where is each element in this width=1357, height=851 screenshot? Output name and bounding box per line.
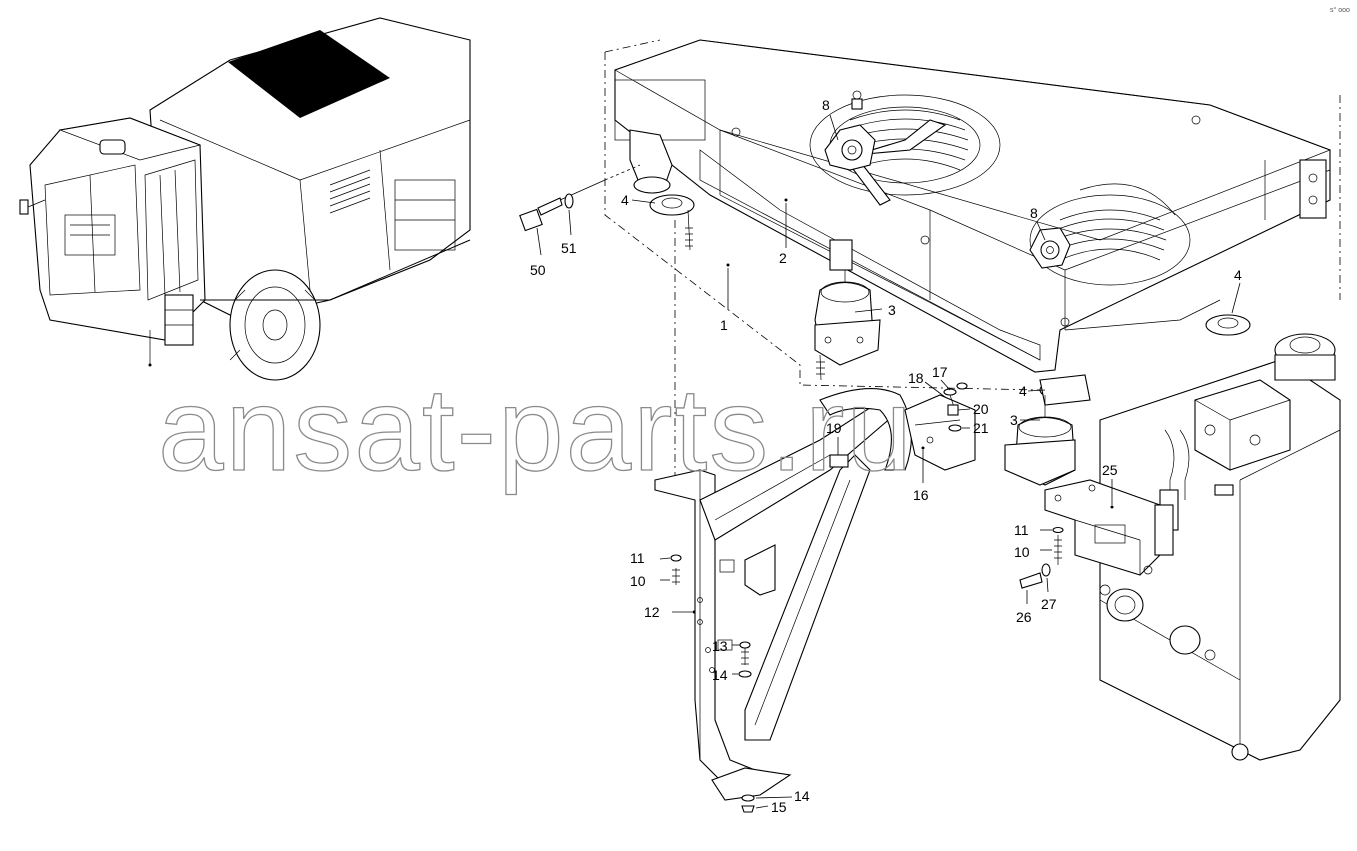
callout-20: 20 bbox=[973, 401, 989, 417]
support-frame-12 bbox=[654, 382, 976, 813]
callout-10b: 10 bbox=[1014, 544, 1030, 560]
machine-overview-inset bbox=[19, 17, 471, 381]
hydraulic-tank bbox=[1099, 333, 1341, 761]
fan-assembly-2 bbox=[1029, 183, 1191, 286]
hose-and-pump-right bbox=[1004, 314, 1251, 486]
callout-labels: 1 2 3 3 4 4 4 8 8 10 10 11 11 12 13 14 1… bbox=[530, 97, 1242, 815]
callout-27: 27 bbox=[1041, 596, 1057, 612]
callout-2: 2 bbox=[779, 250, 787, 266]
callout-13: 13 bbox=[712, 638, 728, 654]
watermark-text: ansat-parts.ru bbox=[158, 364, 914, 496]
callout-4c: 4 bbox=[1234, 267, 1242, 283]
callout-50: 50 bbox=[530, 262, 546, 278]
leader-lines bbox=[536, 114, 1241, 809]
fan-assembly-1 bbox=[809, 90, 1001, 206]
callout-14a: 14 bbox=[712, 667, 728, 683]
callout-12: 12 bbox=[644, 604, 660, 620]
callout-17: 17 bbox=[932, 364, 948, 380]
hose-and-pump-left bbox=[629, 129, 881, 381]
assembly-boundary bbox=[604, 39, 1341, 391]
callout-11a: 11 bbox=[630, 550, 645, 566]
callout-1: 1 bbox=[720, 317, 728, 333]
callout-8b: 8 bbox=[1030, 205, 1038, 221]
callout-51: 51 bbox=[561, 240, 577, 256]
callout-4b: 4 bbox=[1019, 383, 1027, 399]
callout-10a: 10 bbox=[630, 573, 646, 589]
callout-4a: 4 bbox=[621, 192, 629, 208]
callout-16: 16 bbox=[913, 487, 929, 503]
callout-3a: 3 bbox=[888, 302, 896, 318]
callout-15: 15 bbox=[771, 799, 787, 815]
cooler-housing bbox=[614, 39, 1331, 373]
callout-19: 19 bbox=[826, 420, 842, 436]
sensor-switch-50 bbox=[519, 164, 641, 232]
callout-3b: 3 bbox=[1010, 412, 1018, 428]
callout-11b: 11 bbox=[1014, 522, 1029, 538]
corner-mark: s° ooo bbox=[1330, 6, 1350, 14]
callout-26: 26 bbox=[1016, 609, 1032, 625]
callout-8a: 8 bbox=[822, 97, 830, 113]
callout-25: 25 bbox=[1102, 462, 1118, 478]
callout-18: 18 bbox=[908, 370, 924, 386]
callout-21: 21 bbox=[973, 420, 989, 436]
bracket-25 bbox=[1019, 479, 1174, 589]
callout-14b: 14 bbox=[794, 788, 810, 804]
